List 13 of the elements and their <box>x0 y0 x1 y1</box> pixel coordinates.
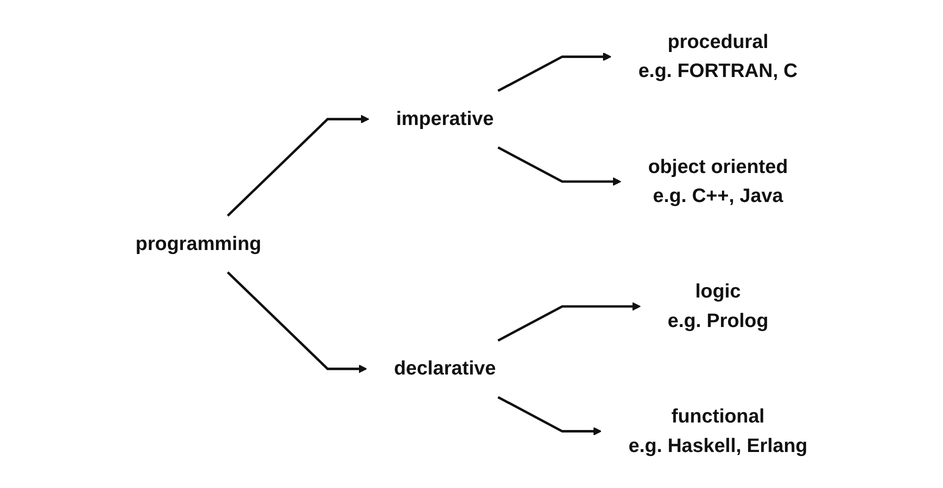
arrow <box>498 396 602 436</box>
category-label: procedural e.g. FORTRAN, C <box>638 31 798 82</box>
arrow <box>226 271 368 374</box>
arrow <box>498 52 612 92</box>
category-label: functional e.g. Haskell, Erlang <box>628 406 808 457</box>
category-label: imperative <box>396 108 494 130</box>
category-label: logic e.g. Prolog <box>668 281 768 332</box>
arrow <box>498 146 622 186</box>
category-label: programming <box>136 233 262 255</box>
arrow <box>498 302 641 342</box>
category-label: declarative <box>394 358 496 380</box>
arrow <box>226 114 370 217</box>
category-label: object oriented e.g. C++, Java <box>648 156 788 207</box>
